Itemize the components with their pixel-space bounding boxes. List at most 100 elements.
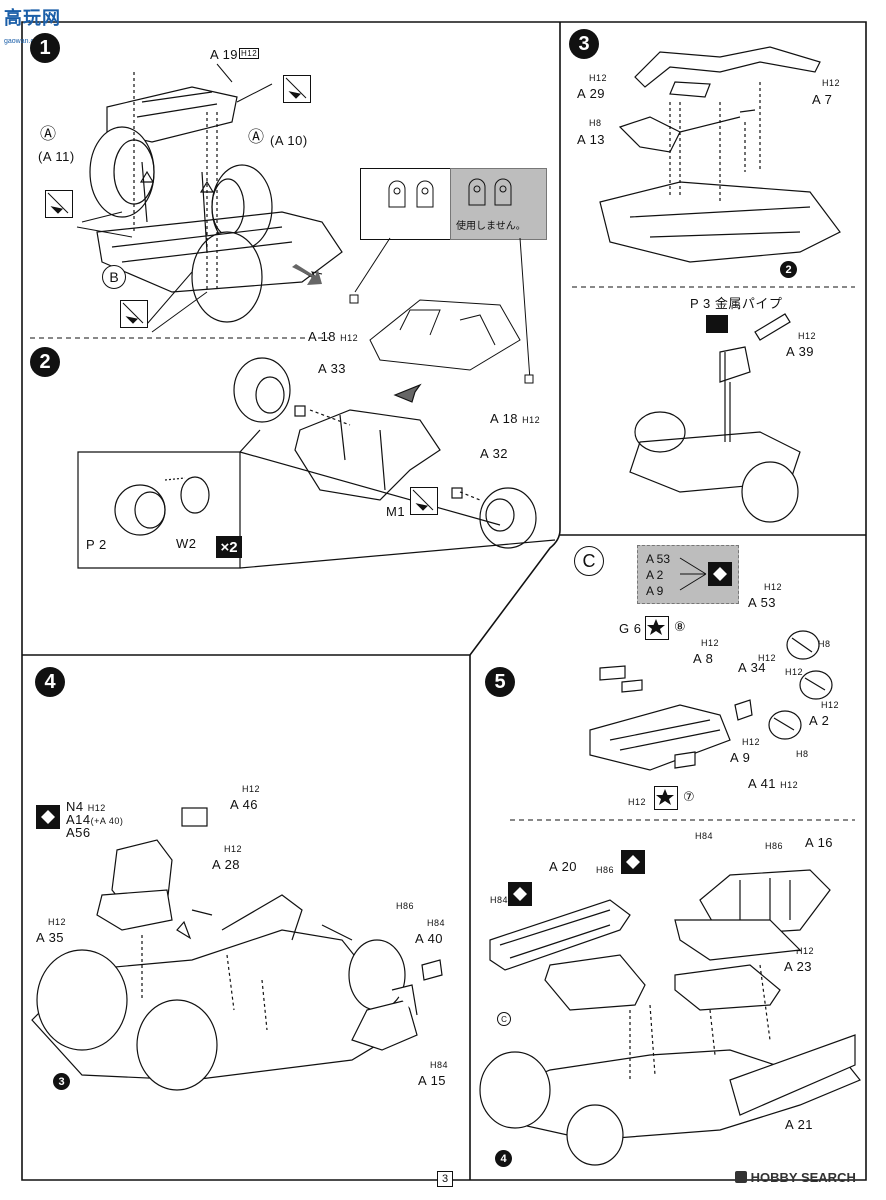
label-h86-a20: H86 (596, 862, 614, 875)
label-a40-text: A 40 (415, 931, 444, 946)
label-a9-box: A 9 (646, 584, 664, 598)
label-a18-left: A 18 H12 (308, 330, 358, 343)
label-h84-top: H84 (695, 828, 713, 841)
label-h84-left: H84 (490, 892, 508, 905)
hull-code-h86: H86 (596, 865, 615, 875)
label-a20: A 20 (549, 859, 578, 874)
label-a8-text: A 8 (693, 651, 714, 666)
hull-code-h12: H12 (742, 737, 761, 747)
hull-code-h12: H12 (758, 653, 777, 663)
hull-code-h12: H12 (780, 780, 799, 790)
label-a2-text: A 2 (809, 713, 830, 728)
hull-code-h86: H86 (396, 901, 415, 911)
hull-code-h86: H86 (765, 841, 784, 851)
label-h7-color: ⑦ (683, 789, 696, 804)
hull-code-h12: H12 (764, 582, 783, 592)
label-a53-box: A 53 (646, 552, 671, 566)
hull-code-h84: H84 (695, 831, 714, 841)
paint-star-icon (645, 616, 669, 640)
hull-code-h12: H12 (239, 48, 260, 59)
hull-code-h12: H12 (224, 844, 243, 854)
step-c-letter: C (574, 546, 604, 576)
hull-code-h12: H12 (821, 700, 840, 710)
hull-code-h12: H12 (242, 784, 261, 794)
label-h86-step4: H86 (396, 898, 414, 911)
page-number: 3 (437, 1171, 453, 1187)
label-a28-text: A 28 (212, 857, 241, 872)
label-a14-note: (+A 40) (90, 816, 124, 826)
label-a7-text: A 7 (812, 92, 833, 107)
label-a53: H12 A 53 (748, 583, 782, 610)
label-a14: A14(+A 40) (66, 813, 123, 826)
label-a15-text: A 15 (418, 1073, 447, 1088)
step-1-number: 1 (30, 33, 60, 63)
label-a23-text: A 23 (784, 959, 813, 974)
step-1-pointer-lines (349, 237, 534, 384)
label-a18-left-text: A 18 (308, 329, 337, 344)
ref-step-3: 3 (53, 1073, 70, 1090)
step-3-drawing (599, 46, 841, 523)
hull-code-h12: H12 (340, 333, 359, 343)
cement-icon (120, 300, 148, 328)
label-a16: A 16 (805, 835, 834, 850)
hull-code-h8: H8 (818, 639, 831, 649)
logo-text: 高玩网 (4, 8, 61, 28)
step-5-drawing (479, 869, 861, 1166)
hull-code-h12: H12 (798, 331, 817, 341)
not-used-panel: 使用しません。 (450, 168, 547, 240)
label-g6-text: G 6 (619, 621, 642, 636)
not-used-text: 使用しません。 (456, 221, 526, 232)
label-a33: A 33 (318, 361, 347, 376)
label-a40: H84 A 40 (415, 919, 445, 946)
ref-step-2: 2 (780, 261, 797, 278)
label-a39: H12 A 39 (786, 332, 816, 359)
label-a46-text: A 46 (230, 797, 259, 812)
label-a14-text: A14 (66, 812, 91, 827)
paint-star-icon (654, 786, 678, 810)
label-a2-box: A 2 (646, 568, 664, 582)
label-a32: A 32 (480, 446, 509, 461)
label-a53-text: A 53 (748, 595, 777, 610)
hull-code-h84: H84 (430, 1060, 449, 1070)
cement-icon (45, 190, 73, 218)
watermark-icon (735, 1171, 747, 1183)
label-g6-color: ⑧ (674, 619, 687, 634)
label-a56: A56 (66, 825, 91, 840)
step-3-number: 3 (569, 29, 599, 59)
hull-code-h12: H12 (87, 803, 106, 813)
label-b: B (102, 265, 126, 289)
hull-code-h12: H12 (701, 638, 720, 648)
label-a29-text: A 29 (577, 86, 606, 101)
label-a18-right-text: A 18 (490, 411, 519, 426)
label-a9-text: A 9 (730, 750, 751, 765)
label-a39-text: A 39 (786, 344, 815, 359)
hull-code-h84: H84 (427, 918, 446, 928)
hull-code-h12: H12 (822, 78, 841, 88)
unused-parts (468, 178, 512, 206)
label-a46: H12 A 46 (230, 785, 260, 812)
label-h12-a34: H12 (758, 650, 776, 663)
hull-code-h12: H12 (628, 797, 647, 807)
label-a10: (A 10) (270, 133, 308, 148)
watermark-text: HOBBY SEARCH (750, 1170, 856, 1185)
metal-part-icon (706, 315, 728, 333)
label-p2: P 2 (86, 537, 107, 552)
label-m1: M1 (386, 504, 406, 519)
label-a34-text: A 34 (738, 660, 767, 675)
label-a11: (A 11) (38, 149, 75, 164)
paint-note-box: A 53 A 2 A 9 (637, 545, 739, 604)
hull-code-h12: H12 (796, 946, 815, 956)
paint-icon (708, 562, 732, 586)
label-a41-text: A 41 (748, 776, 777, 791)
step-5-number: 5 (485, 667, 515, 697)
label-h86-top: H86 (765, 838, 783, 851)
label-n4: N4 H12 (66, 800, 106, 813)
label-n4-text: N4 (66, 799, 84, 814)
